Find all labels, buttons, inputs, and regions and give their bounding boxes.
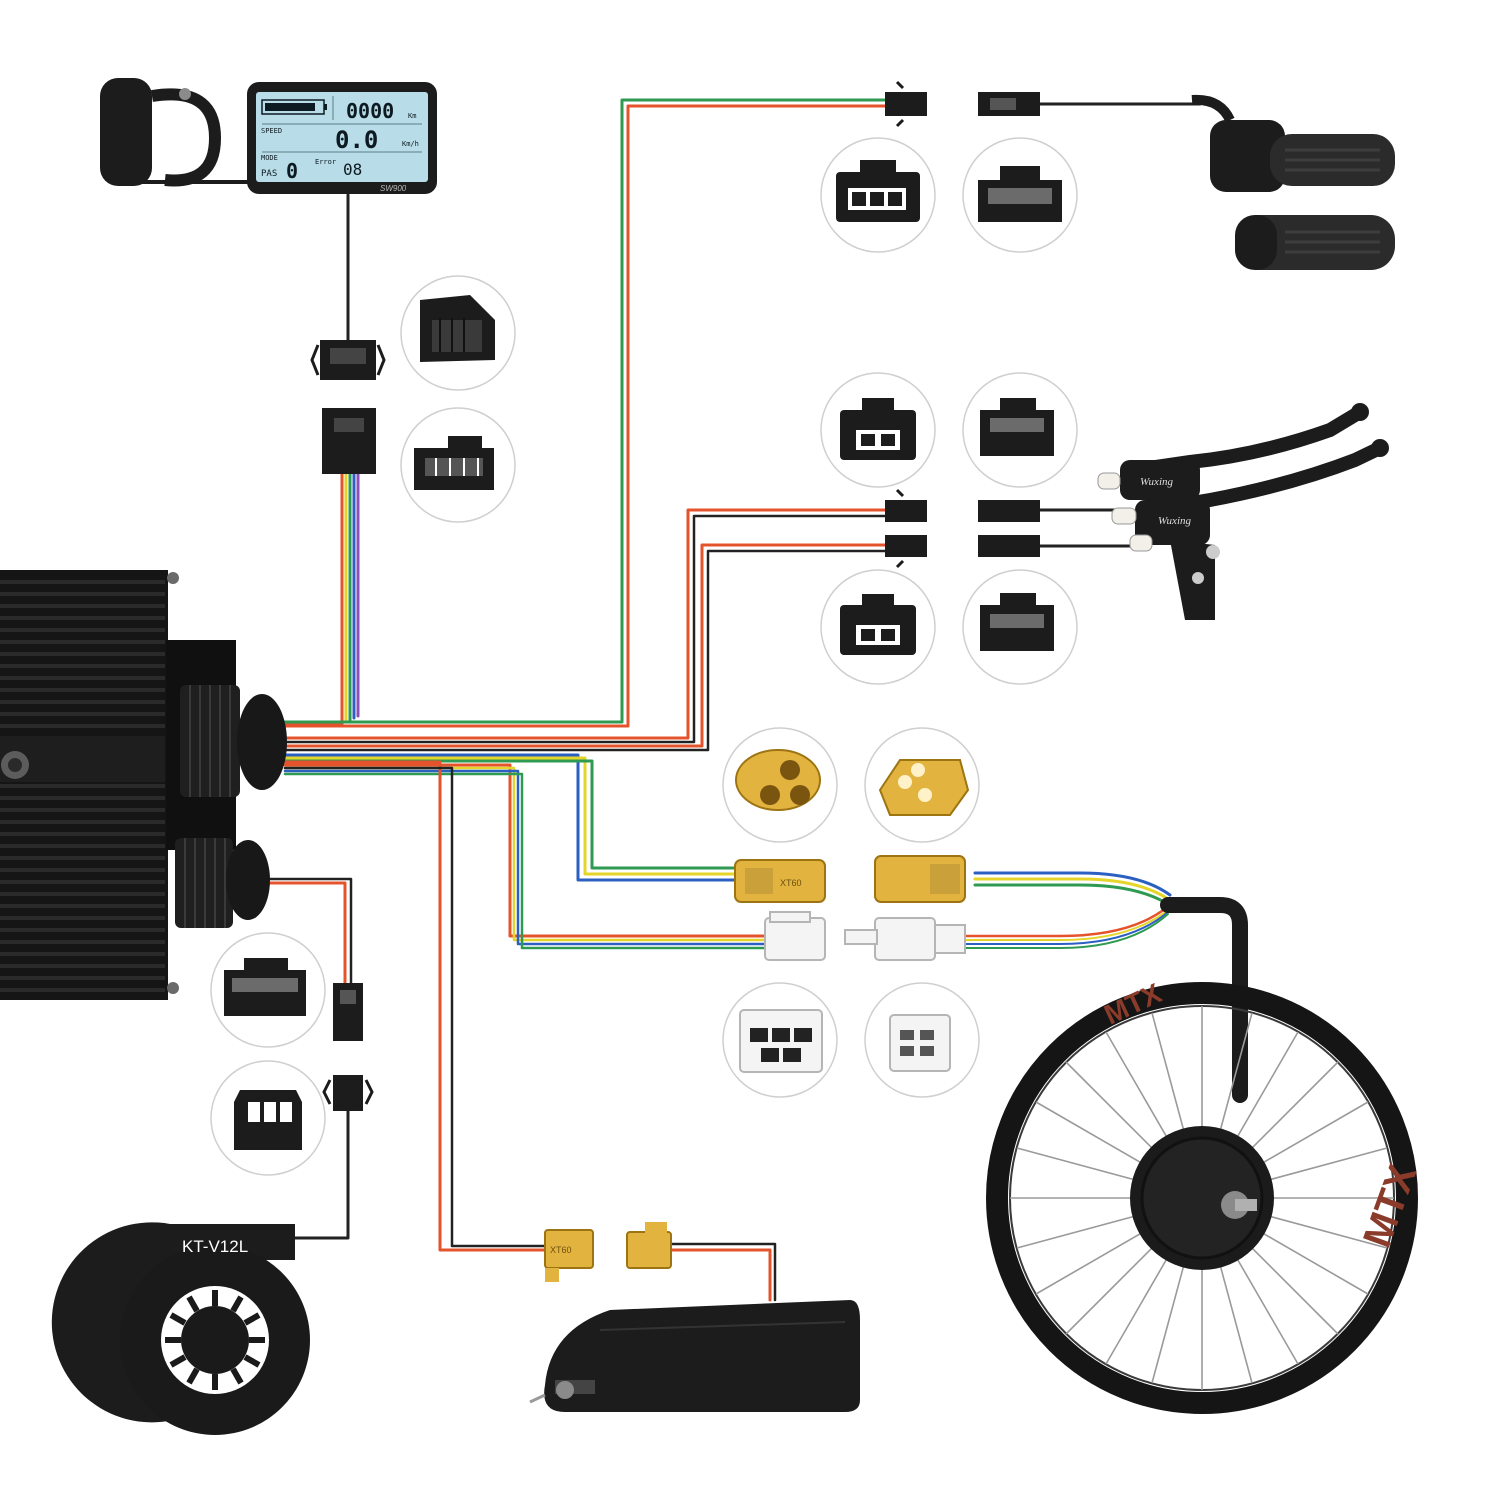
controller-heat-fins xyxy=(0,580,165,992)
downtube-battery xyxy=(529,1300,860,1412)
display-error-code: 08 xyxy=(343,160,362,179)
pas-sensor-label: KT-V12L xyxy=(182,1237,248,1256)
battery-plug-label: XT60 xyxy=(550,1245,572,1255)
brake-connector-bubble-1 xyxy=(820,372,936,488)
hall-wire-green xyxy=(283,772,767,950)
battery-wire-black xyxy=(283,766,547,1248)
display-error-label: Error xyxy=(315,158,336,166)
brake2-wire-black xyxy=(283,549,887,752)
hall-wire-yellow xyxy=(283,766,767,942)
brake1-wire-red xyxy=(283,508,887,740)
motor-main-cable xyxy=(1160,897,1248,1103)
motor-phase-blue xyxy=(283,753,737,882)
display-connector-female-bubble xyxy=(400,275,516,391)
display-pas-value: 0 xyxy=(286,159,298,183)
wiring-harness xyxy=(266,98,1248,1302)
motor-side-wire-yellow xyxy=(973,877,1170,901)
display-model: SW900 xyxy=(380,184,407,193)
motor-side-hall-yellow xyxy=(964,909,1169,941)
battery-wire-red xyxy=(283,760,547,1252)
brake2-wire-red xyxy=(283,543,887,748)
battery-side-wire-black xyxy=(668,1242,777,1302)
motor-side-hall-green xyxy=(964,913,1169,949)
motor-phase-plug-male-bubble xyxy=(864,727,980,843)
wheel-rim-text-top: MTX xyxy=(1099,977,1166,1030)
motor-phase-yellow xyxy=(283,756,737,876)
throttle-connector-female-bubble xyxy=(820,137,936,253)
brake-connector-bubble-4 xyxy=(962,569,1078,685)
pas-connector-female-bubble xyxy=(210,1060,326,1176)
controller-cable-gland-1 xyxy=(180,685,287,797)
throttle-wire-green xyxy=(283,98,887,724)
motor-plug-label-1: XT60 xyxy=(780,878,802,888)
pas-magnet-teeth xyxy=(165,1290,265,1390)
brake-brand-label-2: Wuxing xyxy=(1158,515,1191,527)
battery-key-lock[interactable] xyxy=(556,1381,574,1399)
hub-motor-wheel: MTX MTX xyxy=(986,977,1425,1414)
brake-brand-label-1: Wuxing xyxy=(1140,476,1173,488)
hall-plug-motor-side xyxy=(844,917,966,961)
hall-plug-controller-side xyxy=(764,911,826,961)
motor-side-wire-blue xyxy=(973,871,1172,897)
motor-side-hall-orange xyxy=(963,906,1168,938)
motor-side-hall-blue xyxy=(964,911,1169,945)
throttle-wire-red xyxy=(283,104,887,728)
display-speed: 0.0 xyxy=(335,126,378,154)
hall-plug-female-bubble xyxy=(722,982,838,1098)
display-mode-label: MODE xyxy=(261,154,278,162)
display-speed-unit: Km/h xyxy=(402,140,419,148)
hall-wire-blue xyxy=(283,769,767,946)
wheel-rim xyxy=(986,982,1418,1414)
throttle-connector-pair xyxy=(885,80,1040,128)
brake-lever-front xyxy=(1143,441,1387,517)
pas-wire-red xyxy=(266,881,347,987)
display-odometer: 0000 xyxy=(346,99,394,123)
motor-phase-plug-female-bubble xyxy=(722,727,838,843)
pas-wire-black xyxy=(266,877,353,987)
battery-connector-pair: XT60 xyxy=(544,1222,672,1282)
motor-controller xyxy=(0,570,287,1000)
throttle-grip[interactable] xyxy=(1191,94,1395,192)
display-pas-label: PAS xyxy=(261,169,277,179)
motor-phase-plug-controller-side: XT60 xyxy=(734,859,826,903)
display-clamp xyxy=(151,88,222,187)
brake-lever-back xyxy=(1128,405,1367,477)
display-connector xyxy=(310,340,386,474)
display-connector-male-bubble xyxy=(400,407,516,523)
brake1-wire-black xyxy=(283,514,887,744)
battery-side-wire-red xyxy=(668,1248,772,1302)
left-handlebar-grip xyxy=(1235,215,1395,270)
controller-cable-gland-2 xyxy=(175,838,270,928)
display-speed-label: SPEED xyxy=(261,127,282,135)
brake-connector-bubble-3 xyxy=(820,569,936,685)
motor-phase-plug-motor-side xyxy=(874,855,966,903)
pas-connector-male-bubble xyxy=(210,932,326,1048)
pas-sensor: KT-V12L xyxy=(51,1222,310,1435)
throttle-connector-male-bubble xyxy=(962,137,1078,253)
display-wire-orange xyxy=(283,468,344,727)
motor-side-wire-green xyxy=(973,883,1168,905)
pas-connector-pair xyxy=(322,983,374,1111)
hall-wire-orange xyxy=(283,763,767,938)
brake-levers[interactable]: Wuxing Wuxing xyxy=(1097,403,1389,620)
hall-plug-male-bubble xyxy=(864,982,980,1098)
pas-sensor-wire xyxy=(293,1106,350,1240)
brake-connector-bubble-2 xyxy=(962,372,1078,488)
brake-connector-pairs xyxy=(885,488,1040,569)
lcd-display-unit: 0000 Km SPEED 0.0 Km/h MODE PAS 0 Error … xyxy=(100,78,437,194)
display-button-pad[interactable] xyxy=(100,78,152,186)
display-odo-unit: Km xyxy=(408,112,416,120)
